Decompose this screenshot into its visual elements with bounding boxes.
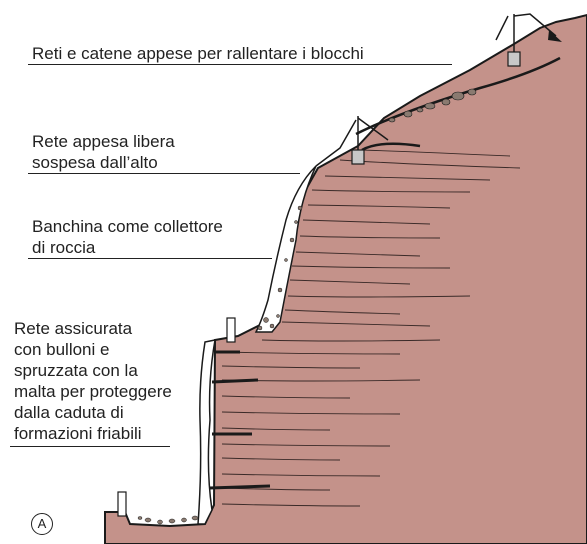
top-post	[495, 13, 562, 67]
label-bolted-net-line-2: con bulloni e	[14, 340, 110, 359]
label-bolted-net-line-6: formazioni friabili	[14, 424, 142, 443]
rock-strata	[221, 149, 521, 507]
ditch-debris	[137, 515, 199, 525]
upper-debris	[388, 88, 477, 123]
middle-post	[315, 116, 389, 167]
label-bolted-net-line-1: Rete assicurata	[14, 319, 133, 338]
leader-line-2	[28, 173, 300, 174]
bench-post	[226, 317, 236, 343]
label-free-hanging-net-line-2: sospesa dall’alto	[32, 153, 158, 172]
label-catch-bench-line-1: Banchina come collettore	[32, 217, 223, 236]
leader-line-1	[28, 64, 452, 65]
net-debris	[257, 205, 303, 331]
label-free-hanging-net: Rete appesa libera sospesa dall’alto	[32, 131, 175, 173]
leader-line-4	[10, 446, 170, 447]
upper-chain-nets	[355, 56, 561, 152]
label-catch-bench: Banchina come collettore di roccia	[32, 216, 223, 258]
label-hanging-nets-chains: Reti e catene appese per rallentare i bl…	[32, 44, 364, 63]
bolted-net	[197, 339, 216, 525]
label-bolted-net-line-4: malta per proteggere	[14, 382, 172, 401]
figure-letter-badge: A	[31, 513, 53, 535]
bottom-post	[117, 491, 127, 517]
label-free-hanging-net-line-1: Rete appesa libera	[32, 132, 175, 151]
rock-slope	[104, 13, 587, 544]
label-bolted-net-line-3: spruzzata con la	[14, 361, 138, 380]
label-bolted-net-line-5: dalla caduta di	[14, 403, 124, 422]
figure-letter: A	[37, 516, 47, 531]
label-bolted-net: Rete assicurata con bulloni e spruzzata …	[14, 318, 172, 444]
label-catch-bench-line-2: di roccia	[32, 238, 96, 257]
leader-line-3	[28, 258, 272, 259]
rock-bolts	[209, 350, 271, 490]
